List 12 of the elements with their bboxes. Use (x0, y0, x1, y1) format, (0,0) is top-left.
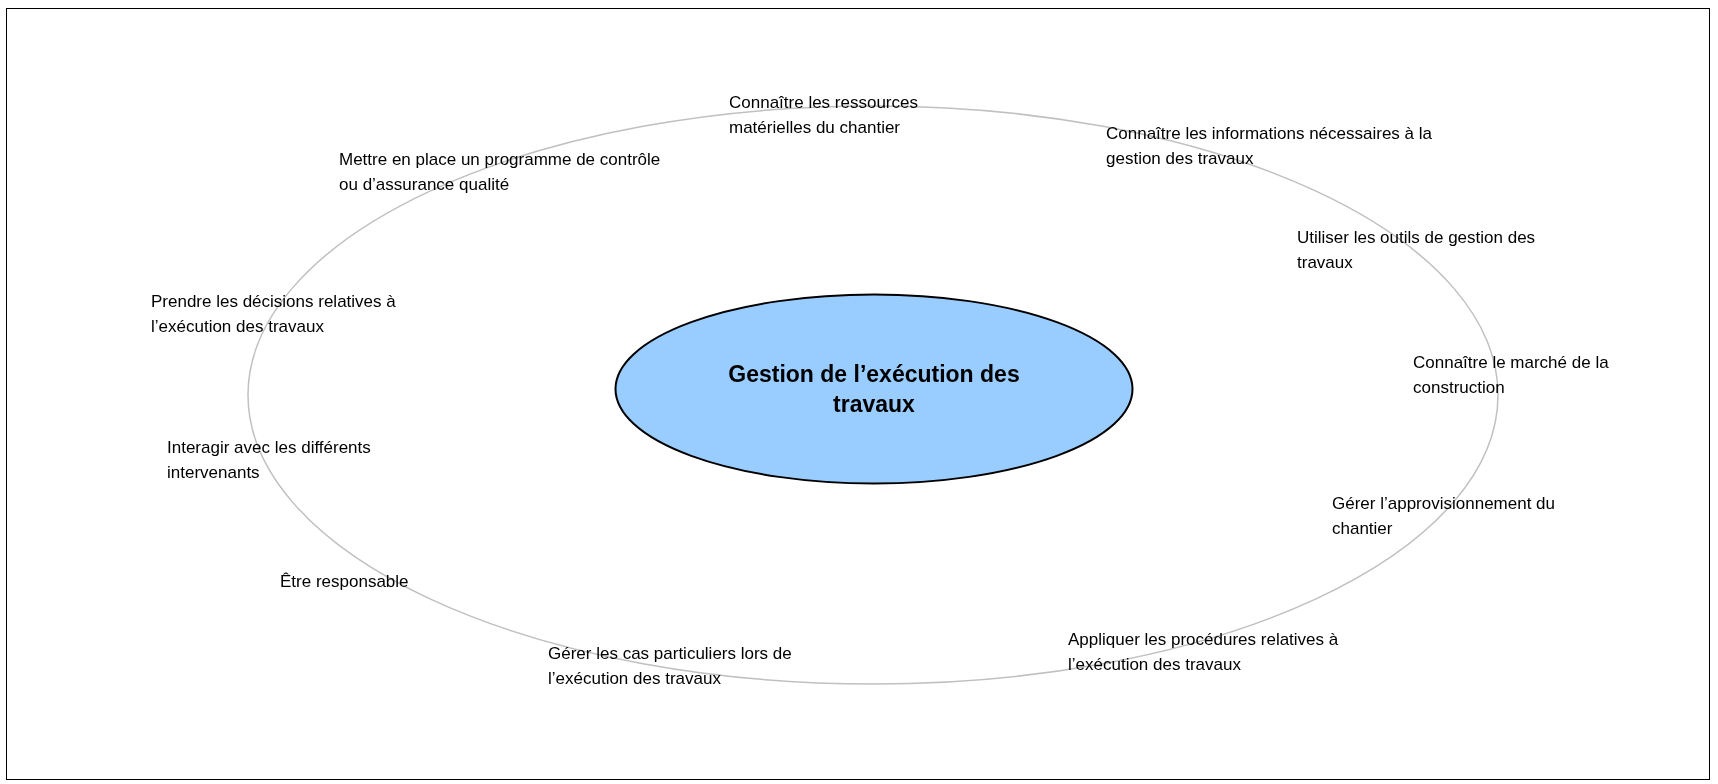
competency-label: Prendre les décisions relatives à l’exécution des travaux (151, 291, 397, 338)
competency-label: Gérer les cas particuliers lors de l’exécution des travaux (548, 643, 793, 690)
competency-label: Appliquer les procédures relatives à l’exécution des travaux (1068, 629, 1340, 676)
competency-label: Utiliser les outils de gestion des travaux (1297, 227, 1537, 274)
competency-label: Connaître les informations nécessaires à la gestion des travaux (1106, 123, 1433, 170)
competency-label: Gérer l’approvisionnement du chantier (1332, 493, 1556, 540)
competency-label: Mettre en place un programme de contrôle ou d’assurance qualité (339, 149, 662, 196)
competency-label: Interagir avec les différents intervenants (167, 437, 372, 484)
topic-title: Gestion de l’exécution des travaux (727, 360, 1021, 419)
competency-label: Être responsable (280, 571, 409, 593)
competency-label: Connaître le marché de la construction (1413, 352, 1610, 399)
competency-label: Connaître les ressources matérielles du chantier (729, 92, 919, 139)
